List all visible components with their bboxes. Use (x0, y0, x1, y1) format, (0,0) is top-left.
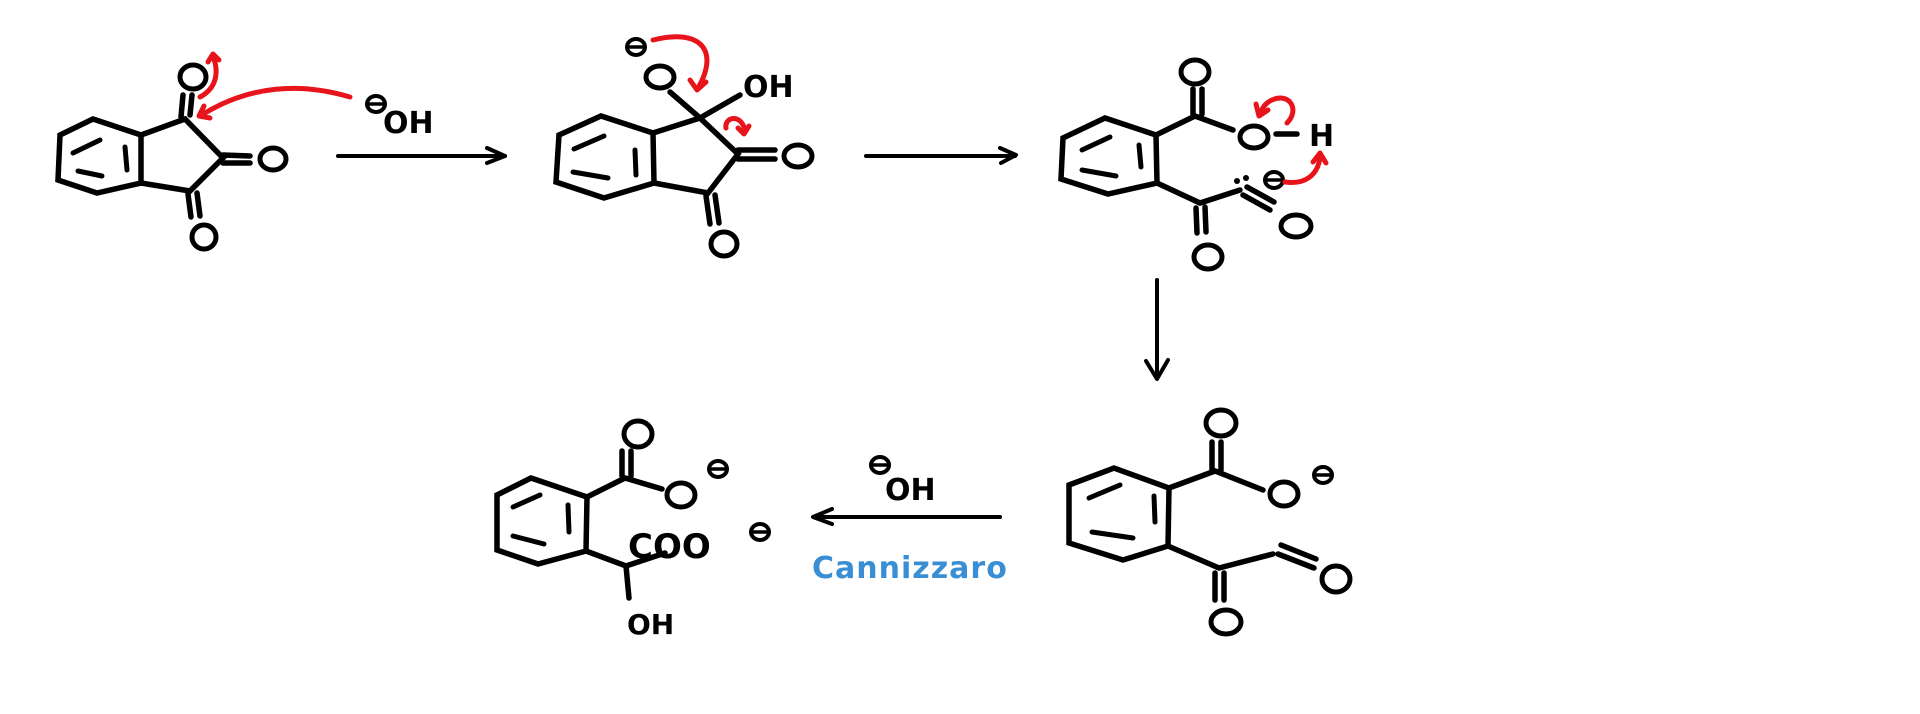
molecule-tetrahedral-intermediate: OH (553, 34, 815, 259)
oxygen-atom (257, 145, 289, 173)
negative-charge-icon (1263, 170, 1285, 190)
molecule-indanetrione: OH (55, 51, 434, 252)
electron-arrow (1282, 154, 1323, 186)
electron-arrow (650, 34, 710, 91)
reagent-hydroxide: OH (383, 106, 434, 141)
carboxylate-label: COO (628, 527, 711, 567)
molecule-carboxylate-glyoxal (1066, 407, 1353, 637)
oxygen-atom (189, 222, 219, 252)
electron-arrow (723, 116, 748, 133)
reagent-hydroxide-2: OH (885, 473, 936, 508)
electron-arrow (202, 85, 353, 116)
oxygen-atom (1191, 242, 1225, 272)
reaction-arrow-3 (1144, 278, 1170, 381)
hydrogen-label: H (1309, 119, 1334, 154)
cannizzaro-label: Cannizzaro (812, 551, 1008, 586)
negative-charge-icon (707, 459, 729, 479)
oxygen-atom (708, 229, 740, 259)
molecule-ring-opened-intermediate: H (1058, 57, 1334, 272)
reaction-arrow-2 (864, 146, 1018, 165)
oxygen-atom (1203, 407, 1239, 439)
oxygen-atom (1178, 57, 1212, 87)
oxygen-atom (177, 62, 209, 92)
oxygen-atom (664, 480, 698, 510)
hydroxyl-label: OH (743, 70, 794, 105)
molecule-mandelate-dicarboxylate: COO OH (494, 418, 771, 641)
electron-arrow (1257, 95, 1296, 126)
oxygen-atom (1278, 212, 1314, 240)
oxygen-atom (643, 63, 677, 91)
negative-charge-icon (1312, 465, 1334, 485)
lone-pair-dot (1243, 175, 1249, 181)
oxygen-atom (1208, 607, 1244, 637)
hydroxyl-label: OH (627, 608, 674, 641)
oxygen-atom (1237, 123, 1271, 151)
negative-charge-icon (625, 37, 647, 57)
oxygen-atom (1267, 479, 1301, 509)
reaction-arrow-1 (336, 146, 507, 165)
electron-arrow (197, 53, 219, 100)
reaction-arrow-4 (811, 507, 1002, 526)
oxygen-atom (621, 418, 655, 450)
lone-pair-dot (1234, 178, 1240, 184)
oxygen-atom (1319, 563, 1353, 595)
negative-charge-icon (869, 455, 891, 475)
oxygen-atom (781, 142, 815, 170)
negative-charge-icon (749, 522, 771, 542)
